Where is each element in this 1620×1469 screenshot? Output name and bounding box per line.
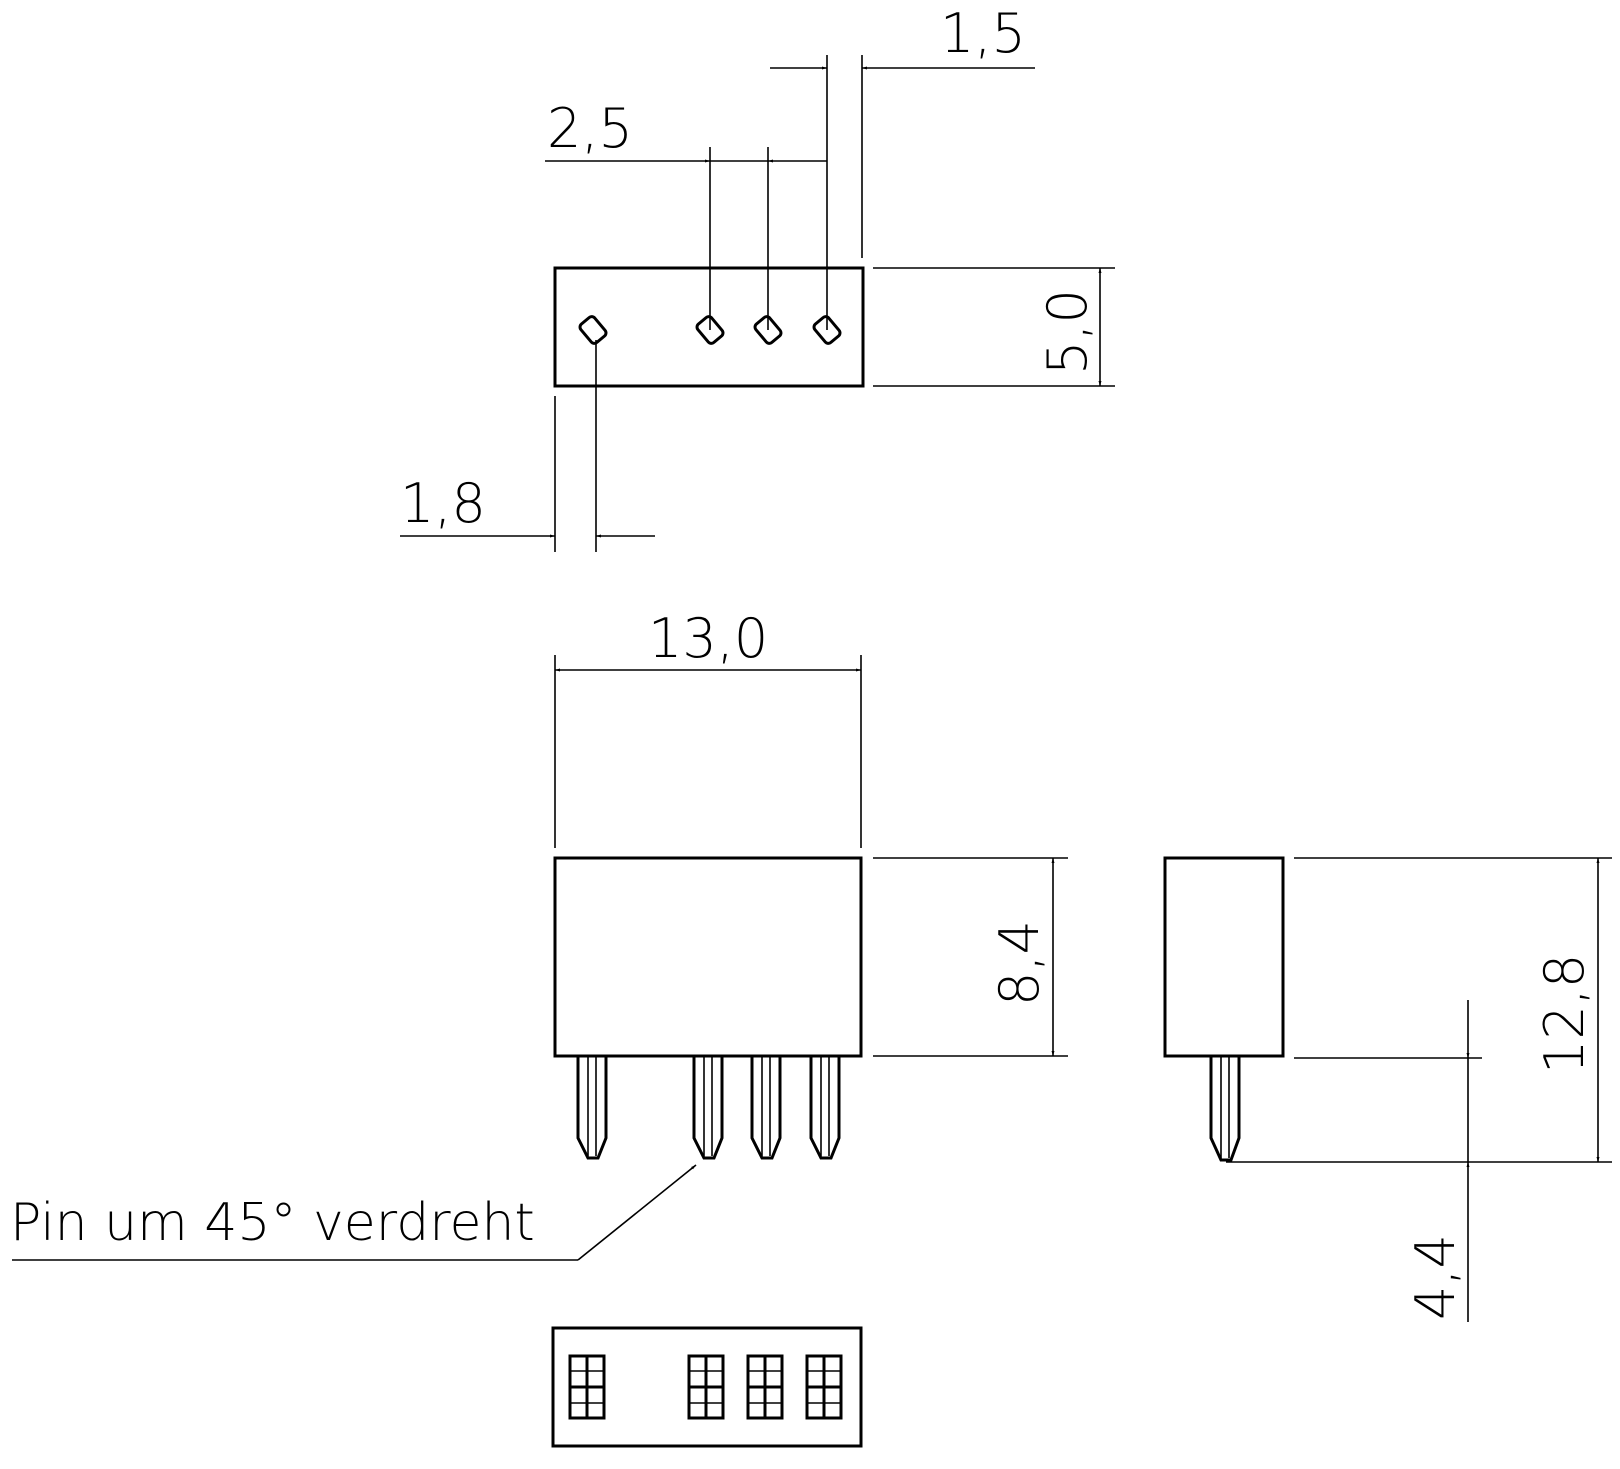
dim-length: 13,0 <box>554 607 862 848</box>
pin-rotation-note: Pin um 45° verdreht <box>10 1164 697 1261</box>
dim-body-height-label: 8,4 <box>988 920 1051 1006</box>
dim-pin-offset-label: 1,5 <box>940 2 1026 65</box>
side-view: 12,8 4,4 <box>1163 856 1612 1322</box>
front-view-body <box>553 856 863 1058</box>
dim-pin-pitch: 2,5 <box>545 97 827 163</box>
top-view-pin-4 <box>812 315 842 345</box>
front-view-pin-2 <box>692 1056 724 1160</box>
side-view-pin <box>1209 1056 1241 1162</box>
dim-pin-length-label: 4,4 <box>1404 1234 1467 1320</box>
top-view-pin-3 <box>753 315 783 345</box>
dim-length-label: 13,0 <box>648 607 768 670</box>
front-view-pin-3 <box>750 1056 782 1160</box>
top-view: 1,5 2,5 5,0 1,8 <box>400 2 1115 552</box>
dim-edge-to-pin-label: 1,8 <box>400 472 486 535</box>
dim-pin-pitch-label: 2,5 <box>547 97 633 160</box>
bottom-view-contact-2 <box>687 1354 725 1420</box>
top-view-body <box>553 266 865 388</box>
dim-pin-offset: 1,5 <box>770 2 1035 70</box>
bottom-view-body <box>551 1326 863 1448</box>
dim-edge-to-pin: 1,8 <box>400 340 655 552</box>
front-view: 13,0 8,4 Pin um 45° verdreht <box>10 607 1068 1261</box>
bottom-view-contact-1 <box>568 1354 606 1420</box>
pin-rotation-note-label: Pin um 45° verdreht <box>10 1193 535 1253</box>
bottom-view <box>551 1326 863 1448</box>
dim-pin-length: 4,4 <box>1294 1000 1482 1322</box>
top-view-pin-1 <box>578 315 608 345</box>
dim-total-height: 12,8 <box>1226 857 1612 1163</box>
top-view-pin-2 <box>695 315 725 345</box>
front-view-pin-4 <box>809 1056 841 1160</box>
dim-total-height-label: 12,8 <box>1533 954 1596 1074</box>
dim-top-depth: 5,0 <box>873 267 1115 387</box>
side-view-body <box>1163 856 1285 1058</box>
front-view-pin-1 <box>576 1056 608 1160</box>
dim-top-depth-label: 5,0 <box>1036 289 1099 375</box>
dim-body-height: 8,4 <box>873 857 1068 1057</box>
bottom-view-contact-3 <box>746 1354 784 1420</box>
bottom-view-contact-4 <box>805 1354 843 1420</box>
